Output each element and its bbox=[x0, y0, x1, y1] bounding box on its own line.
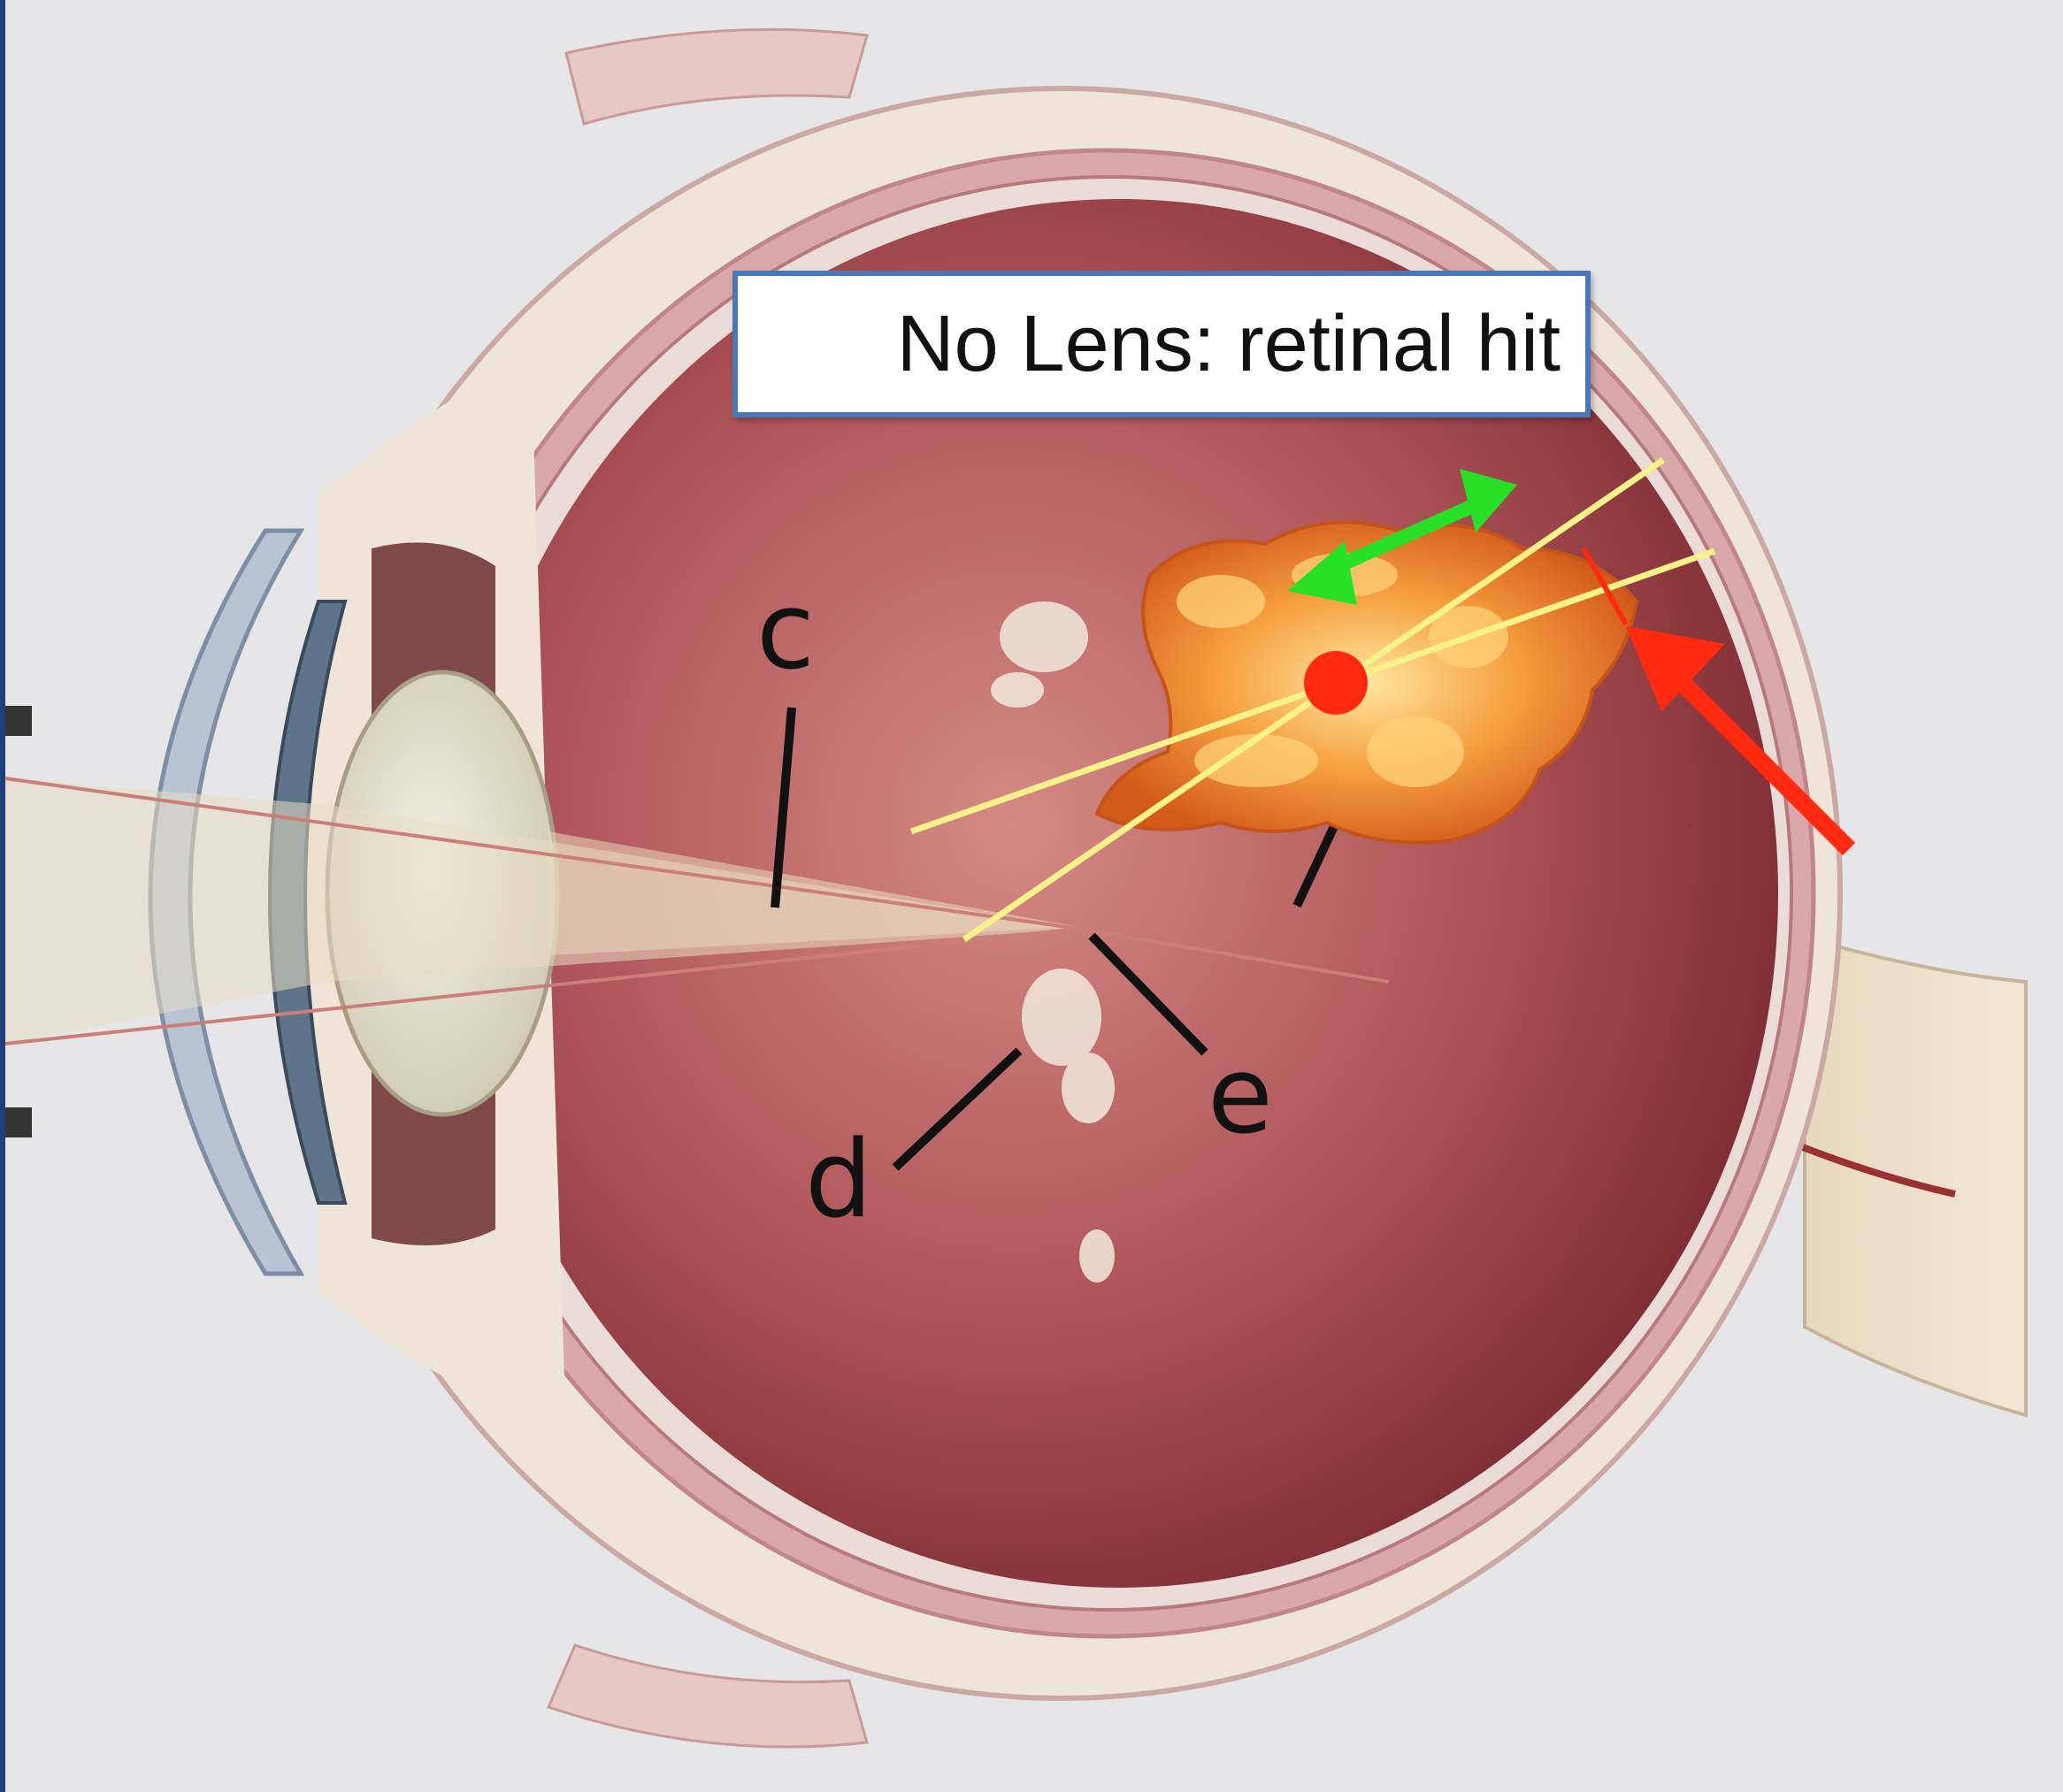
left-marker-bottom bbox=[5, 1107, 32, 1137]
callout-box: No Lens: retinal hit bbox=[732, 271, 1591, 417]
label-e: e bbox=[1208, 1035, 1273, 1158]
left-marker-top bbox=[5, 706, 32, 736]
callout-text: No Lens: retinal hit bbox=[897, 304, 1561, 384]
upper-muscle bbox=[566, 29, 867, 124]
impact-point-dot bbox=[1304, 651, 1368, 715]
label-d: d bbox=[805, 1119, 872, 1242]
label-c: c bbox=[756, 571, 815, 693]
optic-nerve bbox=[1805, 938, 2026, 1415]
